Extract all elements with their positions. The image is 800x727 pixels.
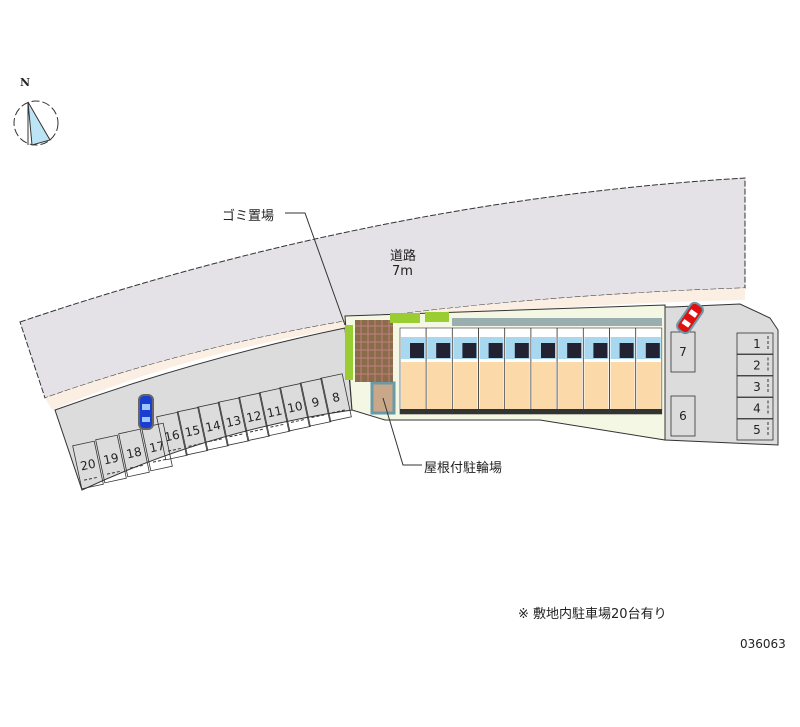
- blue-car: [138, 394, 154, 430]
- parking-slot-number: 16: [163, 428, 181, 445]
- parking-slot-13: 13: [217, 397, 250, 446]
- parking-slot-19: 19: [95, 434, 127, 484]
- bicycle-parking-label: 屋根付駐輪場: [424, 461, 503, 476]
- parking-slot-5: 5: [736, 418, 774, 441]
- parking-slot-number: 18: [125, 445, 143, 462]
- parking-slot-number: 20: [79, 457, 97, 474]
- red-car: [676, 301, 704, 335]
- parking-slot-8: 8: [320, 373, 352, 422]
- apartment-unit: [478, 327, 505, 415]
- apartment-unit: [425, 327, 453, 415]
- parking-slot-3: 3: [736, 375, 774, 398]
- compass-icon: [13, 100, 59, 146]
- parking-slot-number: 3: [753, 380, 761, 394]
- parking-slot-1: 1: [736, 332, 774, 355]
- apartment-unit: [504, 327, 532, 415]
- parking-slot-number: 7: [679, 345, 687, 359]
- apartment-unit: [530, 327, 558, 415]
- parking-slot-number: 12: [245, 408, 263, 425]
- parking-slot-number: 6: [679, 409, 687, 423]
- parking-slot-number: 5: [753, 423, 761, 437]
- parking-slot-16: 16: [156, 411, 188, 461]
- apartment-unit: [452, 327, 479, 415]
- apartment-unit: [556, 327, 584, 415]
- parking-slot-number: 1: [753, 337, 761, 351]
- garbage-label: ゴミ置場: [222, 209, 275, 224]
- parking-slot-number: 13: [225, 413, 243, 430]
- parking-slot-number: 2: [753, 359, 761, 373]
- road-name: 道路: [390, 249, 417, 264]
- parking-slot-number: 19: [102, 451, 120, 468]
- apartment-unit: [583, 327, 610, 415]
- parking-slot-15: 15: [176, 406, 209, 456]
- bicycle-leader-line: [382, 397, 422, 466]
- road-width: 7m: [392, 264, 413, 279]
- property-code: 036063: [740, 637, 786, 651]
- balcony-strip: [452, 318, 662, 326]
- parking-note: ※ 敷地内駐車場20台有り: [518, 607, 667, 622]
- grass: [425, 312, 449, 322]
- parking-slot-14: 14: [197, 402, 229, 451]
- apartment-unit: [609, 327, 636, 415]
- apartment-unit: [635, 327, 663, 415]
- parking-slot-number: 8: [331, 390, 341, 405]
- parking-slot-20: 20: [72, 440, 104, 490]
- parking-slot-17: 17: [141, 422, 173, 472]
- parking-slot-number: 9: [310, 395, 320, 410]
- parking-slot-9: 9: [299, 378, 332, 427]
- parking-slot-number: 11: [266, 404, 284, 421]
- garbage-leader-line: [285, 212, 346, 326]
- parking-slot-4: 4: [736, 397, 774, 419]
- apartment-unit: [399, 327, 427, 415]
- garbage-grid: [355, 320, 393, 382]
- parking-slot-2: 2: [736, 354, 774, 376]
- parking-slot-6: 6: [670, 395, 696, 437]
- parking-slot-18: 18: [118, 428, 150, 478]
- parking-lot-right: [664, 303, 779, 446]
- parking-slot-number: 10: [286, 399, 304, 416]
- parking-slot-number: 14: [204, 418, 222, 435]
- grass: [390, 313, 420, 323]
- parking-slot-10: 10: [279, 382, 311, 432]
- parking-slot-number: 17: [148, 439, 166, 456]
- grass: [345, 325, 353, 380]
- parking-slot-number: 4: [753, 402, 761, 416]
- apartment-units: [399, 327, 663, 415]
- parking-slot-12: 12: [238, 392, 270, 442]
- compass-north-label: N: [20, 76, 31, 89]
- parking-slot-number: 15: [184, 423, 202, 440]
- parking-slot-11: 11: [258, 387, 291, 437]
- road-sidewalk: [45, 288, 745, 410]
